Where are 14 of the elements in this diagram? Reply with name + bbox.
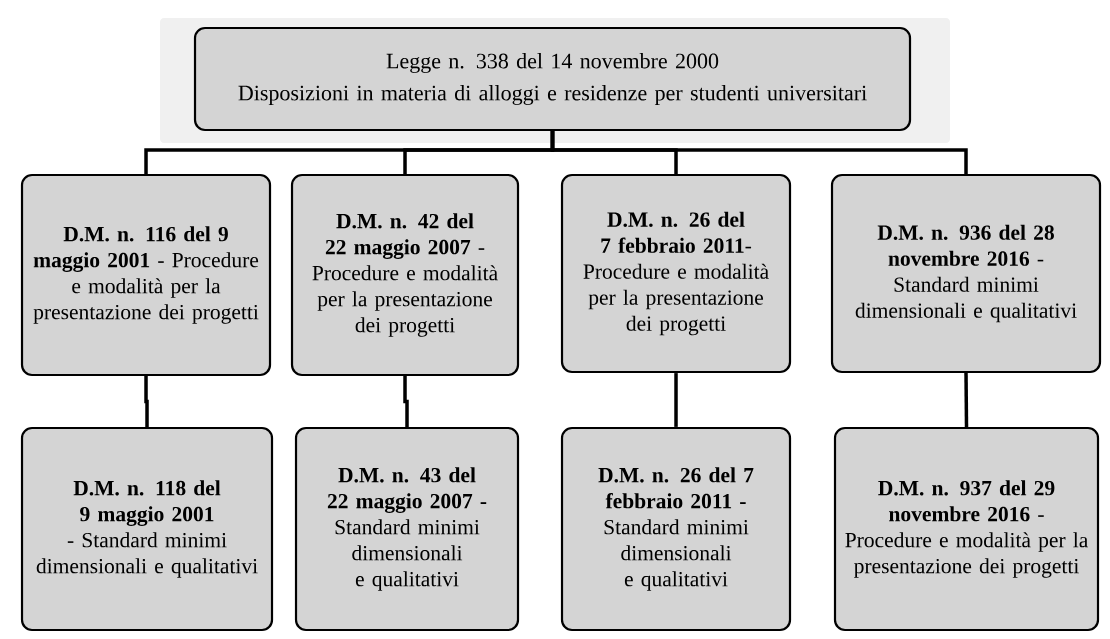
connector-line xyxy=(674,373,678,427)
text-box: Legge n. 338 del 14 novembre 2000 Disposizioni in materia di alloggi e residenze per studenti universitari xyxy=(193,26,912,132)
text-box: D.M. n. 26 del 7 febbraio 2011 - Standard minimi dimensionali e qualitativi xyxy=(560,426,792,632)
connector-line xyxy=(403,376,409,427)
connector-line xyxy=(144,376,149,427)
connector-line xyxy=(550,131,968,174)
connector-line xyxy=(964,373,969,427)
text-box: D.M. n. 26 del 7 febbraio 2011- Procedure e modalità per la presentazione dei progetti xyxy=(560,173,792,374)
text-box: D.M. n. 118 del 9 maggio 2001 - Standard minimi dimensionali e qualitativi xyxy=(20,426,274,632)
text-box: D.M. n. 937 del 29 novembre 2016 - Procedure e modalità per la presentazione dei progetti xyxy=(833,426,1100,632)
text-box: D.M. n. 42 del 22 maggio 2007 - Procedure e modalità per la presentazione dei progetti xyxy=(290,173,520,377)
text-box: D.M. n. 116 del 9 maggio 2001 - Procedure e modalità per la presentazione dei progetti xyxy=(20,173,272,377)
text-box: D.M. n. 936 del 28 novembre 2016 - Standard minimi dimensionali e qualitativi xyxy=(830,173,1102,374)
text-box: D.M. n. 43 del 22 maggio 2007 - Standard minimi dimensionali e qualitativi xyxy=(294,426,520,632)
